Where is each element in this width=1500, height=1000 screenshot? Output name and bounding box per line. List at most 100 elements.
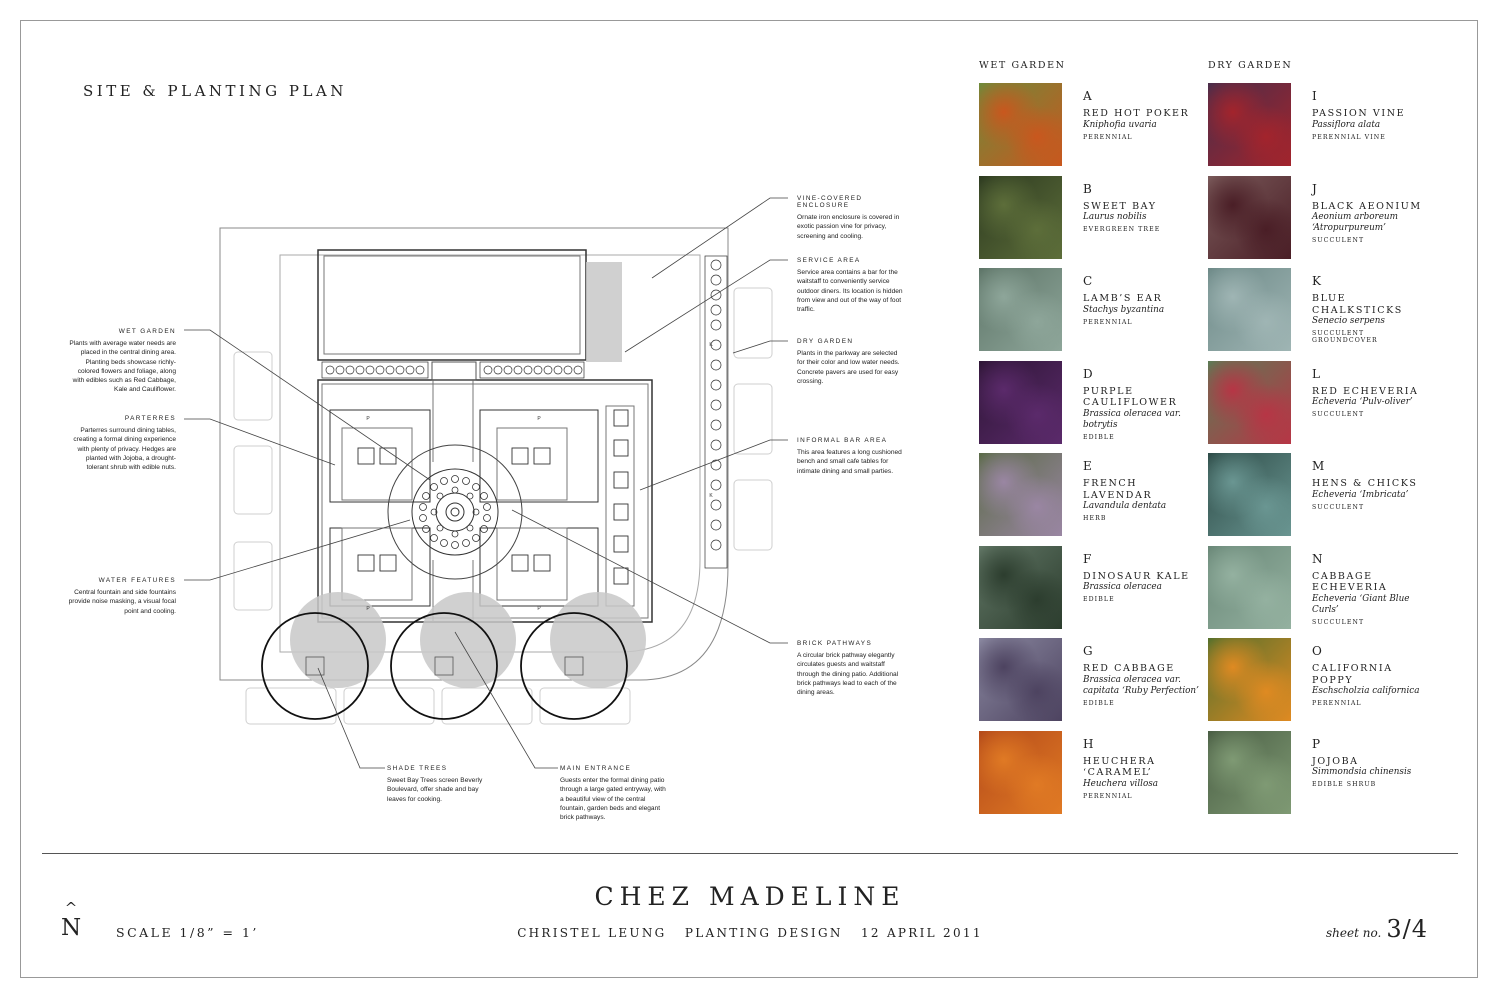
parterre-label: P (537, 606, 541, 612)
plant-scientific-name: Aeonium arboreum ‘Atropurpureum’ (1312, 212, 1398, 234)
annotation-wet-garden: WET GARDEN Plants with average water nee… (68, 328, 176, 395)
sheet-number: sheet no. 3/4 (1326, 915, 1428, 943)
annotation-water-features: WATER FEATURES Central fountain and side… (68, 577, 176, 616)
plant-letter: L (1312, 366, 1320, 381)
annotation-parterres: PARTERRES Parterres surround dining tabl… (68, 415, 176, 472)
plant-letter: E (1083, 459, 1092, 473)
project-name: CHEZ MADELINE (594, 882, 906, 911)
annotation-title: MAIN ENTRANCE (560, 765, 632, 772)
plant-letter: H (1083, 736, 1094, 751)
dry-label: K (709, 493, 713, 499)
parterre-label: P (366, 416, 370, 422)
plant-letter: C (1083, 274, 1093, 288)
plant-category: EDIBLE SHRUB (1312, 781, 1377, 789)
plant-scientific-name: Brassica oleracea var. capitata ‘Ruby Pe… (1083, 674, 1199, 696)
annotation-title: DRY GARDEN (797, 338, 854, 345)
dry-garden-heading: DRY GARDEN (1208, 60, 1293, 71)
annotation-text: Plants in the parkway are selected for t… (797, 350, 900, 385)
annotation-text: Plants with average water needs are plac… (69, 340, 176, 394)
annotation-title: WATER FEATURES (98, 577, 176, 584)
plant-letter: N (1312, 551, 1323, 566)
plant-common-name: SWEET BAY (1083, 200, 1157, 212)
plant-letter: J (1312, 181, 1317, 196)
plant-category: SUCCULENT (1312, 411, 1365, 419)
plant-common-name: FRENCH LAVENDAR (1083, 478, 1153, 501)
sheet-border (20, 20, 1478, 978)
plant-photo (1208, 360, 1291, 444)
plant-scientific-name: Echeveria ‘Imbricata’ (1312, 489, 1409, 500)
plant-photo (979, 175, 1062, 259)
plant-scientific-name: Echeveria ‘Giant Blue Curls’ (1312, 593, 1410, 615)
plant-common-name: DINOSAUR KALE (1083, 570, 1190, 582)
annotation-text: Central fountain and side fountains prov… (68, 589, 176, 615)
plant-category: PERENNIAL VINE (1312, 133, 1386, 141)
annotation-text: Ornate iron enclosure is covered in exot… (797, 214, 900, 240)
plant-common-name: PURPLE CAULIFLOWER (1083, 385, 1178, 409)
plant-letter: A (1083, 89, 1092, 103)
annotation-text: A circular brick pathway elegantly circu… (797, 652, 899, 697)
annotation-title: INFORMAL BAR AREA (797, 437, 888, 444)
plant-photo (1208, 453, 1291, 536)
plant-category: EVERGREEN TREE (1083, 226, 1161, 234)
plant-letter: K (1312, 274, 1321, 288)
annotation-informal-bar: INFORMAL BAR AREA This area features a l… (797, 437, 905, 476)
north-label: N (60, 915, 82, 941)
plant-letter: G (1083, 644, 1093, 658)
plant-common-name: CABBAGE ECHEVERIA (1312, 570, 1388, 594)
plant-photo (979, 268, 1062, 351)
annotation-vine-enclosure: VINE-COVERED ENCLOSURE Ornate iron enclo… (797, 195, 905, 241)
plant-photo (1208, 545, 1291, 629)
plant-scientific-name: Senecio serpens (1312, 316, 1385, 326)
plant-scientific-name: Echeveria ‘Pulv-oliver’ (1312, 397, 1413, 407)
plant-letter: F (1083, 551, 1092, 566)
north-arrow-icon: ^ (64, 899, 78, 917)
project-subtitle: CHRISTEL LEUNG PLANTING DESIGN 12 APRIL … (517, 926, 983, 940)
plant-scientific-name: Lavandula dentata (1083, 501, 1167, 511)
plant-photo (979, 638, 1062, 721)
plant-scientific-name: Eschscholzia californica (1312, 686, 1420, 696)
plant-category: SUCCULENT (1312, 237, 1365, 245)
site-plan: P P P P K K (184, 197, 788, 769)
plant-category: EDIBLE (1083, 596, 1115, 604)
annotation-text: Service area contains a bar for the wait… (797, 269, 903, 314)
annotation-text: Sweet Bay Trees screen Beverly Boulevard… (387, 777, 483, 803)
plant-common-name: LAMB’S EAR (1083, 293, 1163, 304)
plant-photo (979, 453, 1062, 536)
plant-common-name: CALIFORNIA POPPY (1312, 663, 1393, 686)
plant-common-name: BLUE CHALKSTICKS (1312, 293, 1403, 316)
plant-scientific-name: Laurus nobilis (1083, 212, 1147, 222)
annotation-shade-trees: SHADE TREES Sweet Bay Trees screen Bever… (387, 765, 495, 804)
annotation-title: WET GARDEN (118, 328, 176, 335)
plant-scientific-name: Kniphofia uvaria (1083, 119, 1157, 130)
annotation-text: Parterres surround dining tables, creati… (73, 427, 176, 472)
wet-garden-heading: WET GARDEN (979, 60, 1066, 71)
plant-category: PERENNIAL (1083, 318, 1133, 326)
plant-photo (1208, 268, 1291, 351)
plant-category: SUCCULENT (1312, 503, 1365, 511)
plant-common-name: RED ECHEVERIA (1312, 385, 1419, 397)
parterre-label: P (366, 606, 370, 612)
plant-scientific-name: Simmondsia chinensis (1312, 767, 1412, 777)
dry-label: K (709, 342, 713, 348)
north-arrow: ^ N (58, 899, 84, 942)
plant-category: EDIBLE (1083, 699, 1115, 707)
plant-scientific-name: Stachys byzantina (1083, 304, 1165, 315)
annotation-text: Guests enter the formal dining patio thr… (560, 777, 666, 822)
plant-common-name: RED HOT POKER (1083, 108, 1190, 119)
